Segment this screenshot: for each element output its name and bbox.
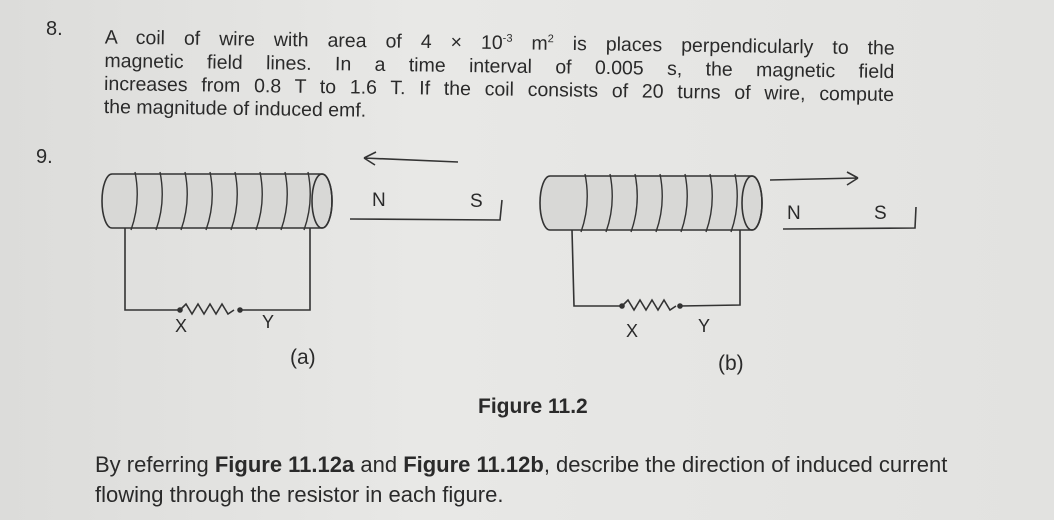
figure-reference-a: Figure 11.12a [214,452,355,477]
terminal-y-label-b: Y [698,316,710,336]
resistor-a [179,302,235,316]
arrow-right-icon [769,171,859,186]
figure-reference-b: Figure 11.12b [403,452,544,477]
figure-a-label: (a) [290,346,316,369]
coil-b [539,173,763,312]
magnet-a-south: S [470,191,483,212]
magnet-b [782,206,917,230]
figure-b-label: (b) [718,352,744,375]
magnet-a-north: N [372,190,386,211]
terminal-x-label-a: X [175,316,187,336]
resistor-b [621,298,677,312]
text: By referring [95,452,215,477]
text: and [354,452,404,477]
question-number-9: 9. [36,146,53,168]
terminal-x-label-b: X [626,321,638,341]
magnet-a [349,199,503,221]
text: , describe the direction of induced curr… [95,452,948,507]
figure-caption: Figure 11.2 [478,395,588,418]
magnet-b-north: N [787,203,801,224]
magnet-b-south: S [874,203,887,224]
terminal-y-label-a: Y [262,312,274,332]
arrow-left-icon [363,151,459,166]
coil-a [101,171,333,316]
question-number-8: 8. [46,18,63,40]
question-9-text: By referring Figure 11.12a and Figure 11… [95,450,975,510]
